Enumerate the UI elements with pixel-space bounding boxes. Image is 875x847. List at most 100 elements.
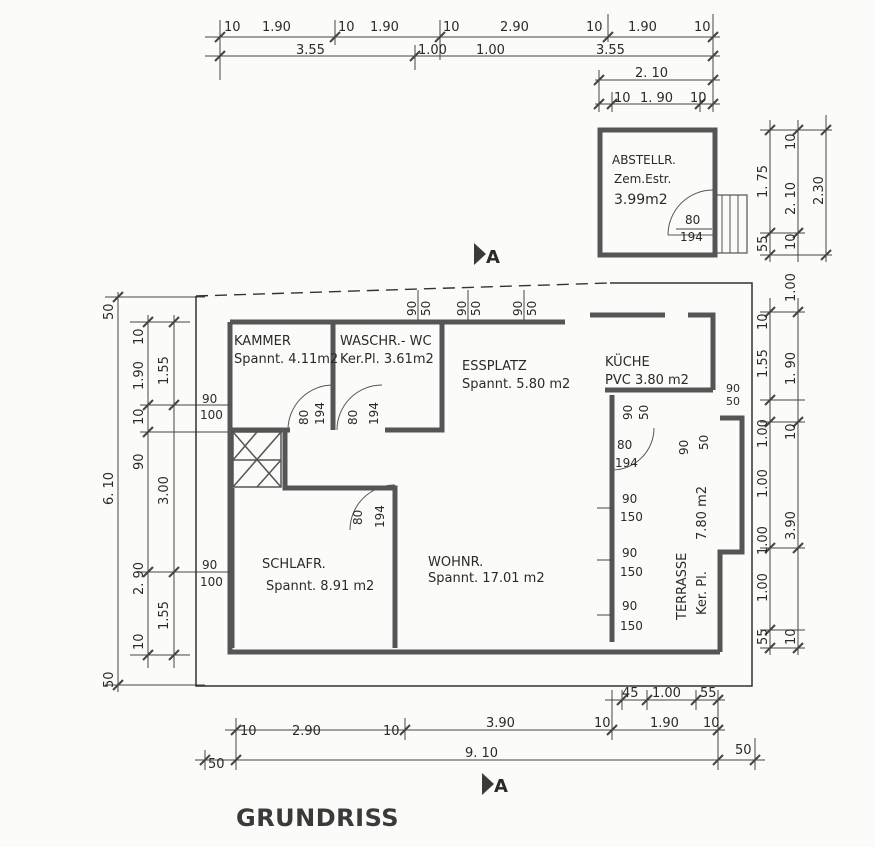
room-name: ESSPLATZ xyxy=(462,359,527,374)
dim-label: 2.90 xyxy=(500,20,529,35)
bottom-dimension-chains xyxy=(195,690,765,770)
dim-label: 10 xyxy=(690,91,707,106)
dim-label: 1.90 xyxy=(132,361,147,390)
walls xyxy=(227,312,745,655)
room-schlafraum: SCHLAFR. Spannt. 8.91 m2 xyxy=(262,557,374,594)
opening-width: 90 xyxy=(202,558,217,572)
section-marker-bottom: A xyxy=(482,773,508,797)
roof-outline-dashed xyxy=(195,282,611,297)
top-dimension-chains xyxy=(205,14,720,112)
dim-label: 1.00 xyxy=(756,526,771,555)
door-height: 194 xyxy=(313,402,327,425)
dim-label: 1. 90 xyxy=(784,352,799,385)
door-width: 80 xyxy=(351,510,365,525)
dim-label: 3.00 xyxy=(157,476,172,505)
dim-label: 1.00 xyxy=(756,469,771,498)
door-width: 80 xyxy=(685,213,700,227)
opening-width: 90 xyxy=(511,301,525,316)
opening-height: 50 xyxy=(697,435,711,450)
opening-height: 150 xyxy=(620,565,643,579)
dim-label: 3.55 xyxy=(596,43,625,58)
dim-label: 10 xyxy=(443,20,460,35)
room-terrasse: TERRASSE Ker. Pl. 7.80 m2 xyxy=(675,486,710,621)
room-area: Spannt. 8.91 m2 xyxy=(266,579,374,594)
dim-label: 1.00 xyxy=(784,273,799,302)
dim-label: 1.55 xyxy=(157,356,172,385)
room-waschraum-wc: WASCHR.- WC Ker.Pl. 3.61m2 xyxy=(340,334,434,367)
dim-label: 1.90 xyxy=(650,716,679,731)
room-area: PVC 3.80 m2 xyxy=(605,373,689,388)
room-wohnraum: WOHNR. Spannt. 17.01 m2 xyxy=(428,555,545,586)
dim-label: 1.00 xyxy=(756,419,771,448)
dim-label: 1. 90 xyxy=(640,91,673,106)
dim-label: 2. 10 xyxy=(784,182,799,215)
room-kueche: KÜCHE PVC 3.80 m2 xyxy=(605,353,689,388)
dim-label: 10 xyxy=(132,633,147,650)
section-marker-top: A xyxy=(474,243,500,268)
dim-label: 50 xyxy=(102,671,117,688)
room-abstellraum: ABSTELLR. Zem.Estr. 3.99m2 xyxy=(612,153,676,208)
door-width: 80 xyxy=(346,410,360,425)
chimney-shaft xyxy=(232,431,282,488)
opening-width: 90 xyxy=(622,546,637,560)
dim-label: 10 xyxy=(784,423,799,440)
dim-label: 1.00 xyxy=(476,43,505,58)
window-marks xyxy=(200,290,612,616)
dim-label: 1.90 xyxy=(262,20,291,35)
opening-height: 100 xyxy=(200,408,223,422)
dim-label: 10 xyxy=(784,233,799,250)
opening-width: 90 xyxy=(622,492,637,506)
dim-label: 50 xyxy=(208,757,225,772)
dim-label: 1.00 xyxy=(652,686,681,701)
dim-label: 3.90 xyxy=(784,511,799,540)
room-name: TERRASSE xyxy=(675,553,690,621)
dim-label: 2. 10 xyxy=(635,66,668,81)
dim-label: 10 xyxy=(383,724,400,739)
dim-label: 10 xyxy=(784,628,799,645)
dim-label: 10 xyxy=(703,716,720,731)
dim-label: 10 xyxy=(694,20,711,35)
right-dimension-labels: 1. 75 2. 10 10 2.30 55 10 1.00 10 1.55 1… xyxy=(756,133,827,645)
dim-label: 1.90 xyxy=(628,20,657,35)
dim-label: 1.00 xyxy=(756,573,771,602)
opening-height: 50 xyxy=(726,395,740,408)
dim-label: 45 xyxy=(622,686,639,701)
dim-label: 55 xyxy=(756,628,771,645)
bottom-dimension-labels: 10 2.90 10 3.90 10 1.90 10 45 1.00 55 50… xyxy=(208,686,752,772)
opening-labels: 90 100 90 100 90 150 90 150 90 150 90 50… xyxy=(200,213,740,633)
dim-label: 3.55 xyxy=(296,43,325,58)
opening-width: 90 xyxy=(455,301,469,316)
room-area: 3.99m2 xyxy=(614,192,668,208)
dim-label: 1.90 xyxy=(370,20,399,35)
opening-width: 90 xyxy=(202,392,217,406)
room-essplatz: ESSPLATZ Spannt. 5.80 m2 xyxy=(462,359,570,392)
left-dimension-labels: 6. 10 3.00 1.55 1.55 50 10 1.90 10 90 2.… xyxy=(102,303,172,688)
room-kammer: KAMMER Spannt. 4.11m2 xyxy=(234,334,338,367)
dim-label: 6. 10 xyxy=(102,472,117,505)
storage-room-annex xyxy=(597,127,748,258)
room-name: WOHNR. xyxy=(428,555,483,570)
dim-label: 50 xyxy=(102,303,117,320)
left-dimension-chains xyxy=(105,291,232,692)
dim-label: 50 xyxy=(735,743,752,758)
room-area: Ker.Pl. 3.61m2 xyxy=(340,352,434,367)
section-marker-label: A xyxy=(486,247,500,268)
opening-width: 90 xyxy=(726,382,740,395)
roof-outline xyxy=(195,282,753,687)
dim-label: 10 xyxy=(756,313,771,330)
opening-width: 90 xyxy=(405,301,419,316)
opening-height: 50 xyxy=(637,405,651,420)
opening-height: 100 xyxy=(200,575,223,589)
room-name: SCHLAFR. xyxy=(262,557,326,572)
dim-label: 10 xyxy=(784,133,799,150)
door-height: 194 xyxy=(615,456,638,470)
top-dimension-labels: 10 1.90 10 1.90 10 2.90 10 1.90 10 3.55 … xyxy=(224,20,711,106)
dim-label: 55 xyxy=(700,686,717,701)
dim-label: 1.55 xyxy=(157,601,172,630)
door-swings xyxy=(287,384,655,531)
room-name: ABSTELLR. xyxy=(612,153,676,167)
dim-label: 10 xyxy=(594,716,611,731)
opening-width: 90 xyxy=(622,599,637,613)
dim-label: 3.90 xyxy=(486,716,515,731)
